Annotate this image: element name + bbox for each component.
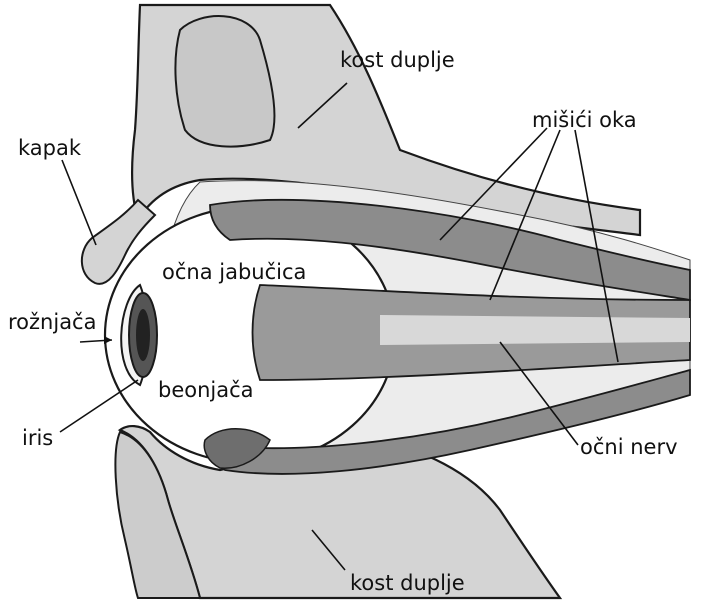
label-ocni-nerv: očni nerv xyxy=(580,437,678,458)
pupil xyxy=(136,309,150,361)
label-iris: iris xyxy=(22,428,53,449)
label-kost-duplje-top: kost duplje xyxy=(340,50,455,71)
label-roznjaca: rožnjača xyxy=(8,312,96,333)
label-misici-oka: mišići oka xyxy=(532,110,637,131)
label-beonjaca: beonjača xyxy=(158,380,254,401)
optic-nerve-core xyxy=(380,315,690,345)
label-kost-duplje-bottom: kost duplje xyxy=(350,573,465,594)
label-kapak: kapak xyxy=(18,138,81,159)
leader-kapak xyxy=(62,160,96,245)
leader-iris xyxy=(60,380,138,432)
label-ocna-jabucica: očna jabučica xyxy=(162,262,306,283)
